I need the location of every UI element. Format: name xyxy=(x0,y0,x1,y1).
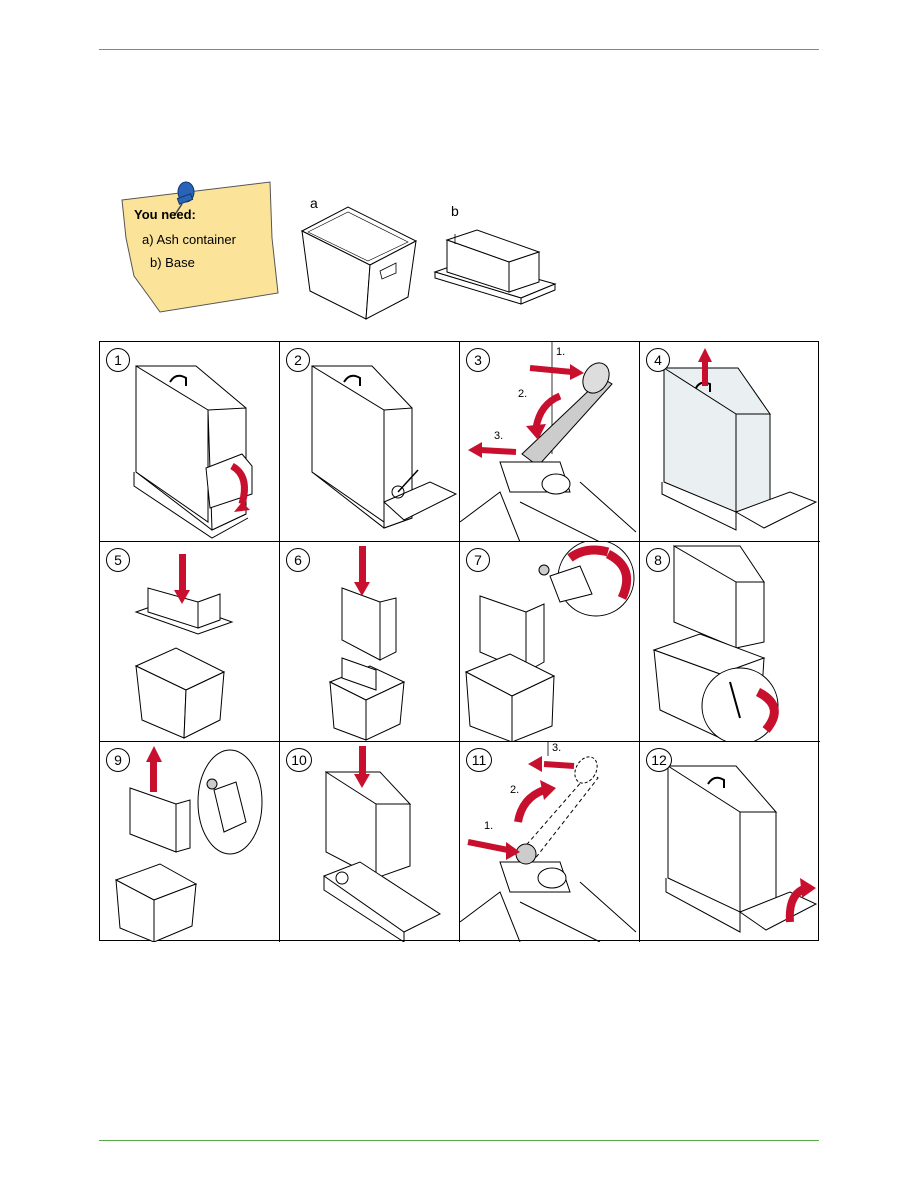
step-3-callout-1: 1. xyxy=(556,346,566,358)
step-4-panel: 4 xyxy=(640,342,820,542)
step-7-number: 7 xyxy=(466,548,490,572)
header-rule xyxy=(99,49,819,50)
step-10-panel: 10 xyxy=(280,742,460,942)
step-10-illustration xyxy=(322,746,442,942)
step-7-panel: 7 xyxy=(460,542,640,742)
step-11-callout-1: 1. xyxy=(484,820,494,832)
step-3-callout-3: 3. xyxy=(494,430,504,442)
step-11-illustration xyxy=(460,742,637,942)
step-9-illustration xyxy=(114,746,263,942)
step-2-illustration xyxy=(311,365,458,529)
step-8-panel: 8 xyxy=(640,542,820,742)
pushpin-icon xyxy=(173,181,195,217)
step-8-illustration xyxy=(652,545,779,741)
step-2-panel: 2 xyxy=(280,342,460,542)
instruction-steps-grid: 1 2 3 1. 2. 3. xyxy=(99,341,820,942)
step-12-number: 12 xyxy=(646,748,672,772)
step-1-panel: 1 xyxy=(100,342,280,542)
ash-container-illustration xyxy=(300,206,418,320)
step-11-number: 11 xyxy=(466,748,492,772)
step-9-panel: 9 xyxy=(100,742,280,942)
footer-rule xyxy=(99,1140,819,1141)
step-1-number: 1 xyxy=(106,348,130,372)
note-item-ash-container: a) Ash container xyxy=(142,232,236,247)
step-6-number: 6 xyxy=(286,548,310,572)
step-5-illustration xyxy=(134,554,234,739)
note-title: You need: xyxy=(134,207,196,222)
step-11-callout-2: 2. xyxy=(510,784,520,796)
step-8-number: 8 xyxy=(646,548,670,572)
step-1-illustration xyxy=(133,365,253,539)
step-11-panel: 11 1. 2. 3. xyxy=(460,742,640,942)
step-10-number: 10 xyxy=(286,748,312,772)
step-5-panel: 5 xyxy=(100,542,280,742)
note-item-base: b) Base xyxy=(150,255,195,270)
note-paper xyxy=(121,181,279,313)
step-12-illustration xyxy=(665,765,818,933)
step-4-number: 4 xyxy=(646,348,670,372)
step-4-illustration xyxy=(661,348,818,531)
step-3-illustration xyxy=(460,342,637,541)
part-label-a: a xyxy=(310,195,318,211)
step-3-panel: 3 1. 2. 3. xyxy=(460,342,640,542)
step-9-number: 9 xyxy=(106,748,130,772)
step-6-illustration xyxy=(328,546,406,741)
step-3-number: 3 xyxy=(466,348,490,372)
base-illustration xyxy=(433,229,557,305)
step-7-illustration xyxy=(464,542,635,741)
requirements-note: You need: a) Ash container b) Base xyxy=(120,178,280,318)
step-2-number: 2 xyxy=(286,348,310,372)
step-11-callout-3: 3. xyxy=(552,742,562,754)
step-6-panel: 6 xyxy=(280,542,460,742)
step-12-panel: 12 xyxy=(640,742,820,942)
part-label-b: b xyxy=(451,203,459,219)
step-5-number: 5 xyxy=(106,548,130,572)
step-3-callout-2: 2. xyxy=(518,388,528,400)
